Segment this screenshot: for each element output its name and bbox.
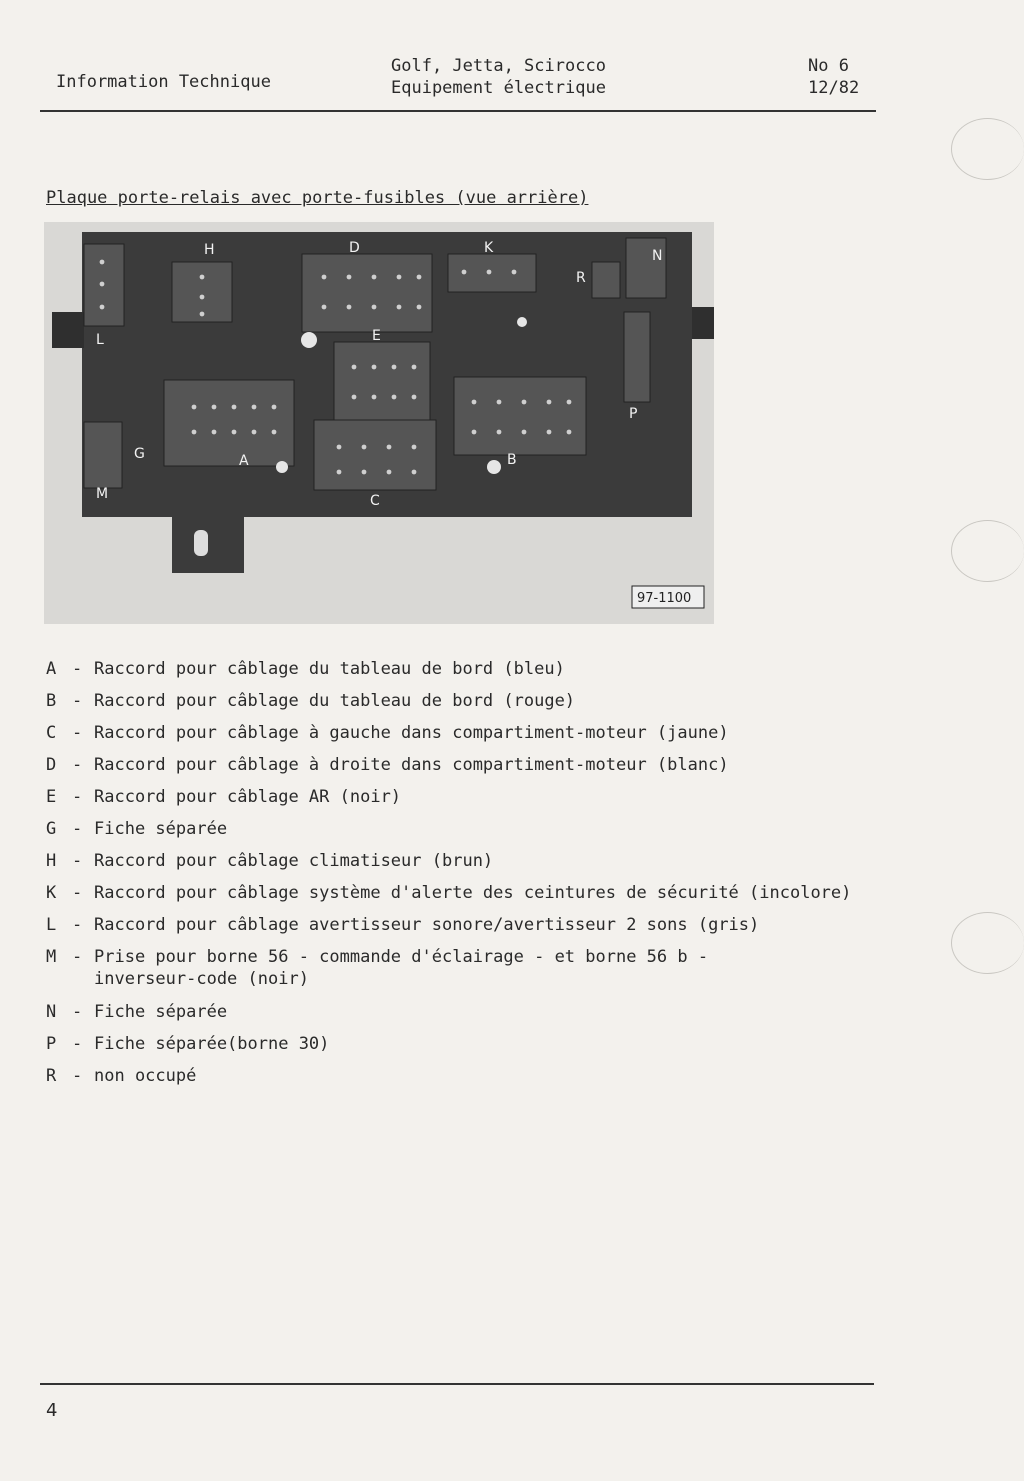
legend-item: R-non occupé bbox=[46, 1065, 851, 1097]
legend-key: M bbox=[46, 947, 57, 967]
connector-legend: A-Raccord pour câblage du tableau de bor… bbox=[46, 658, 851, 1097]
legend-item: L-Raccord pour câblage avertisseur sonor… bbox=[46, 914, 851, 946]
legend-item: K-Raccord pour câblage système d'alerte … bbox=[46, 882, 851, 914]
callout-r: R bbox=[576, 270, 586, 286]
legend-key: A bbox=[46, 659, 57, 679]
legend-key: G bbox=[46, 819, 57, 839]
page-number: 4 bbox=[46, 1400, 58, 1421]
relay-plate-photo: H D K N R L E P G A B M C 97-1100 bbox=[44, 222, 714, 624]
binder-punch-hole bbox=[951, 118, 1024, 180]
binder-punch-hole bbox=[951, 912, 1024, 974]
callout-p: P bbox=[629, 406, 637, 422]
legend-text: Raccord pour câblage du tableau de bord … bbox=[94, 659, 565, 679]
header-date: 12/82 bbox=[808, 78, 860, 98]
section-title: Plaque porte-relais avec porte-fusibles … bbox=[46, 188, 589, 208]
legend-item: P-Fiche séparée(borne 30) bbox=[46, 1033, 851, 1065]
callout-g: G bbox=[134, 446, 145, 462]
legend-item: N-Fiche séparée bbox=[46, 1001, 851, 1033]
header-divider bbox=[40, 110, 876, 112]
legend-item: C-Raccord pour câblage à gauche dans com… bbox=[46, 722, 851, 754]
legend-key: K bbox=[46, 883, 57, 903]
legend-key: P bbox=[46, 1034, 57, 1054]
legend-text: Raccord pour câblage AR (noir) bbox=[94, 787, 402, 807]
legend-item: E-Raccord pour câblage AR (noir) bbox=[46, 786, 851, 818]
legend-text: Raccord pour câblage avertisseur sonore/… bbox=[94, 915, 760, 935]
legend-text: Raccord pour câblage climatiseur (brun) bbox=[94, 851, 494, 871]
legend-item: D-Raccord pour câblage à droite dans com… bbox=[46, 754, 851, 786]
legend-item: H-Raccord pour câblage climatiseur (brun… bbox=[46, 850, 851, 882]
callout-k: K bbox=[484, 240, 494, 256]
callout-a: A bbox=[239, 453, 249, 469]
legend-text: Fiche séparée bbox=[94, 1002, 228, 1022]
legend-text: Raccord pour câblage à droite dans compa… bbox=[94, 755, 729, 775]
legend-text: Raccord pour câblage du tableau de bord … bbox=[94, 691, 576, 711]
legend-text: Raccord pour câblage à gauche dans compa… bbox=[94, 723, 729, 743]
legend-key: D bbox=[46, 755, 57, 775]
callout-l: L bbox=[96, 332, 104, 348]
legend-key: C bbox=[46, 723, 57, 743]
callout-e: E bbox=[372, 328, 381, 344]
legend-key: N bbox=[46, 1002, 57, 1022]
header-center-line1: Golf, Jetta, Scirocco bbox=[391, 56, 606, 76]
callout-h: H bbox=[204, 242, 215, 258]
legend-text: Prise pour borne 56 - commande d'éclaira… bbox=[94, 947, 709, 989]
binder-punch-hole bbox=[951, 520, 1024, 582]
legend-text: Raccord pour câblage système d'alerte de… bbox=[94, 883, 852, 903]
footer-divider bbox=[40, 1383, 874, 1385]
legend-text: Fiche séparée bbox=[94, 819, 228, 839]
legend-item: M-Prise pour borne 56 - commande d'éclai… bbox=[46, 946, 851, 1001]
legend-key: L bbox=[46, 915, 57, 935]
header-center-line2: Equipement électrique bbox=[391, 78, 606, 98]
header-left: Information Technique bbox=[56, 72, 271, 92]
legend-item: A-Raccord pour câblage du tableau de bor… bbox=[46, 658, 851, 690]
callout-d: D bbox=[349, 240, 360, 256]
header-center: Golf, Jetta, Scirocco Equipement électri… bbox=[391, 55, 606, 99]
legend-text: non occupé bbox=[94, 1066, 197, 1086]
callout-m: M bbox=[96, 486, 108, 502]
legend-key: B bbox=[46, 691, 57, 711]
legend-text: Fiche séparée(borne 30) bbox=[94, 1034, 330, 1054]
legend-item: G-Fiche séparée bbox=[46, 818, 851, 850]
legend-key: R bbox=[46, 1066, 57, 1086]
legend-key: H bbox=[46, 851, 57, 871]
legend-key: E bbox=[46, 787, 57, 807]
header-doc-number: No 6 bbox=[808, 56, 849, 76]
figure-reference: 97-1100 bbox=[637, 591, 691, 606]
callout-b: B bbox=[507, 452, 517, 468]
header-right: No 6 12/82 bbox=[808, 55, 859, 99]
callout-n: N bbox=[652, 248, 662, 264]
legend-item: B-Raccord pour câblage du tableau de bor… bbox=[46, 690, 851, 722]
callout-c: C bbox=[370, 493, 380, 509]
